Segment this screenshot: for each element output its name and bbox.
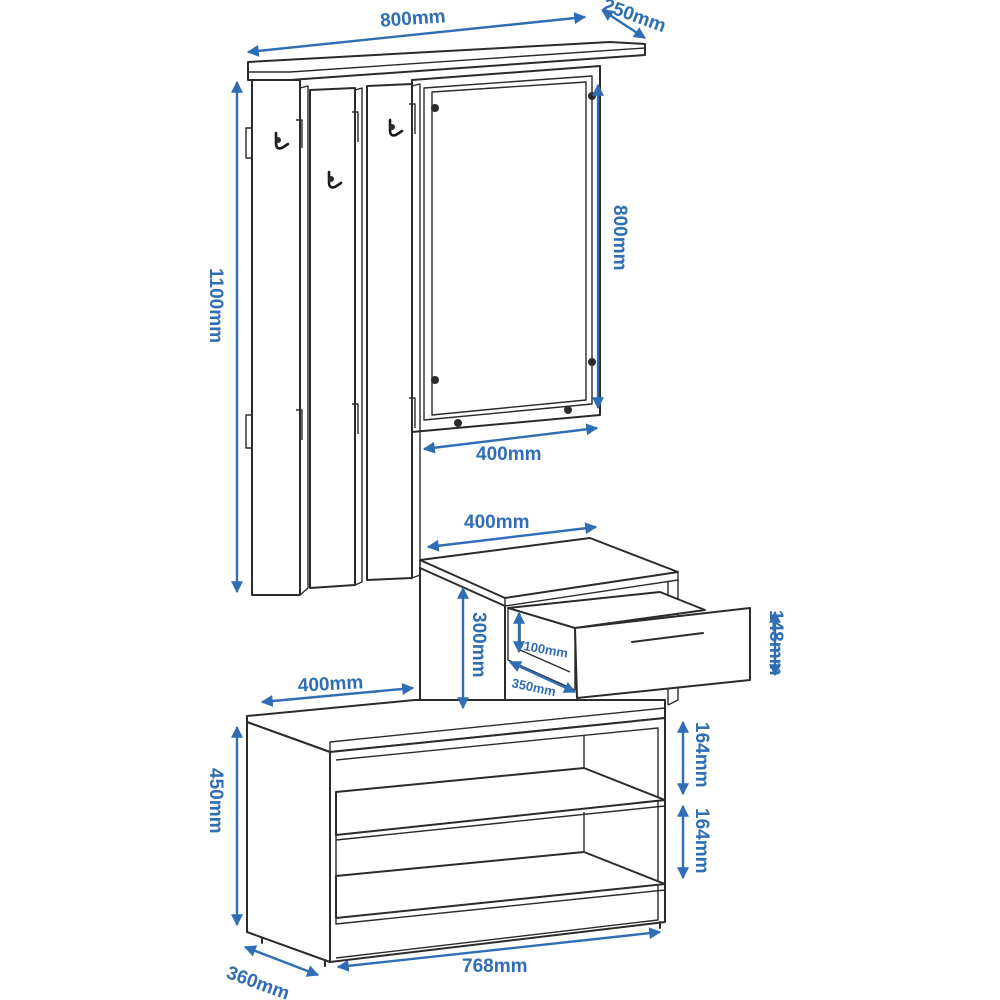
dim-bench-depth: 360mm bbox=[224, 962, 293, 1000]
dim-mirror-width: 400mm bbox=[476, 444, 542, 465]
dim-bench-width: 768mm bbox=[462, 956, 528, 977]
dim-drawer-unit-height: 300mm bbox=[468, 612, 489, 678]
wall-panel-unit bbox=[245, 41, 646, 596]
dim-drawer-front-height: 148mm bbox=[765, 610, 786, 676]
mirror-screw bbox=[431, 104, 439, 112]
mirror-screw bbox=[588, 92, 596, 100]
dim-mirror-height: 800mm bbox=[609, 205, 630, 271]
dim-top-width: 800mm bbox=[379, 6, 446, 32]
dim-drawer-unit-width: 400mm bbox=[464, 512, 530, 533]
coat-hook-icon bbox=[327, 170, 343, 189]
dim-shelf-gap-upper: 164mm bbox=[691, 722, 712, 788]
dim-shelf-gap-lower: 164mm bbox=[691, 808, 712, 874]
drawer-box bbox=[507, 591, 706, 629]
dim-drawer-inner-height: 100mm bbox=[522, 638, 569, 661]
mirror-screw bbox=[564, 406, 572, 414]
slat-2 bbox=[309, 87, 356, 589]
dim-bench-height: 450mm bbox=[205, 768, 226, 834]
drawer-handle bbox=[631, 632, 704, 643]
coat-hook-icon bbox=[274, 131, 290, 150]
mirror-screw bbox=[454, 419, 462, 427]
dimension-lines bbox=[231, 8, 781, 977]
dim-bench-seat-width: 400mm bbox=[297, 672, 364, 696]
coat-hook-icon bbox=[388, 118, 404, 137]
dimension-labels: 800mm 250mm 1100mm 800mm 400mm 400mm 300… bbox=[205, 0, 786, 1000]
mirror-screw bbox=[431, 376, 439, 384]
slat-3 bbox=[366, 83, 413, 581]
back-panel bbox=[411, 65, 601, 433]
bench-unit bbox=[246, 699, 666, 967]
dim-panel-height: 1100mm bbox=[205, 268, 226, 343]
bench-side bbox=[246, 721, 331, 963]
drawer-front bbox=[574, 607, 751, 699]
mirror-screw bbox=[588, 358, 596, 366]
slat-1 bbox=[251, 79, 301, 596]
